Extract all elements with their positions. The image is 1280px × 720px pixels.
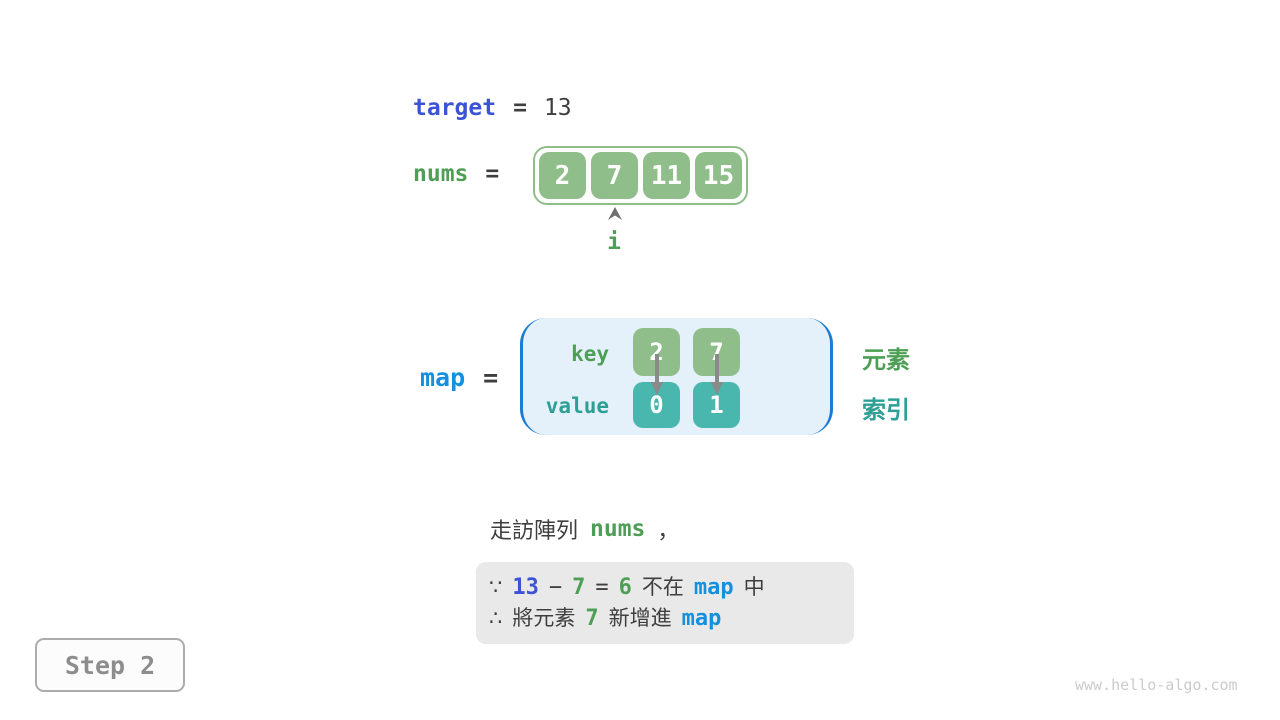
minus-sign: − [548,575,563,600]
map-variable: map [420,363,466,392]
nums-variable: nums [413,161,469,187]
array-cell: 15 [695,152,742,199]
therefore-symbol: ∴ [489,606,503,630]
caption-prefix: 走訪陣列 [490,519,579,544]
target-variable: target [413,95,497,121]
map-value-row: 0 1 [633,382,740,428]
element-number: 7 [572,575,586,600]
nums-equals: = [485,161,500,187]
step-badge: Step 2 [35,638,185,692]
map-container: key value 2 7 0 1 [520,318,833,435]
target-equals: = [513,95,527,121]
watermark: www.hello-algo.com [1075,676,1238,694]
add-prefix-text: 將元素 [512,606,576,630]
map-key-label: key [571,342,609,366]
arrow-down-icon [711,354,723,395]
difference-number: 6 [618,575,632,600]
conclusion-line-2: ∴ 將元素 7 新增進 map [489,603,840,634]
equals-sign: = [595,575,609,600]
arrow-down-icon [651,354,663,395]
caption-line: 走訪陣列 nums ， [490,513,679,545]
nums-array: 2 7 11 15 [533,146,748,205]
array-cell: 11 [643,152,690,199]
array-cell: 7 [591,152,638,199]
element-label: 元素 [862,346,910,374]
not-in-text: 不在 [641,575,684,599]
map-value-cell: 1 [693,382,740,428]
map-value-label: value [545,394,609,418]
map-ref: map [681,606,722,631]
add-action-text: 新增進 [608,606,672,630]
target-number: 13 [512,575,539,600]
index-pointer-label: i [607,229,621,255]
conclusion-line-1: ∵ 13 − 7 = 6 不在 map 中 [489,572,840,603]
target-line: target = 13 [413,95,572,121]
because-symbol: ∵ [489,575,503,599]
conclusion-box: ∵ 13 − 7 = 6 不在 map 中 ∴ 將元素 7 新增進 map [476,562,854,644]
in-suffix-text: 中 [743,575,765,599]
map-ref: map [693,575,734,600]
caption-comma: ， [657,519,680,544]
map-value-cell: 0 [633,382,680,428]
map-line: map = [420,363,498,392]
element-number: 7 [585,606,599,631]
step-badge-label: Step 2 [64,650,156,680]
pointer-up-icon [608,207,622,220]
caption-code: nums [590,516,646,542]
target-value: 13 [543,95,572,121]
array-cell: 2 [539,152,586,199]
map-equals: = [483,363,499,392]
index-label: 索引 [862,396,910,424]
nums-line: nums = [413,161,499,187]
